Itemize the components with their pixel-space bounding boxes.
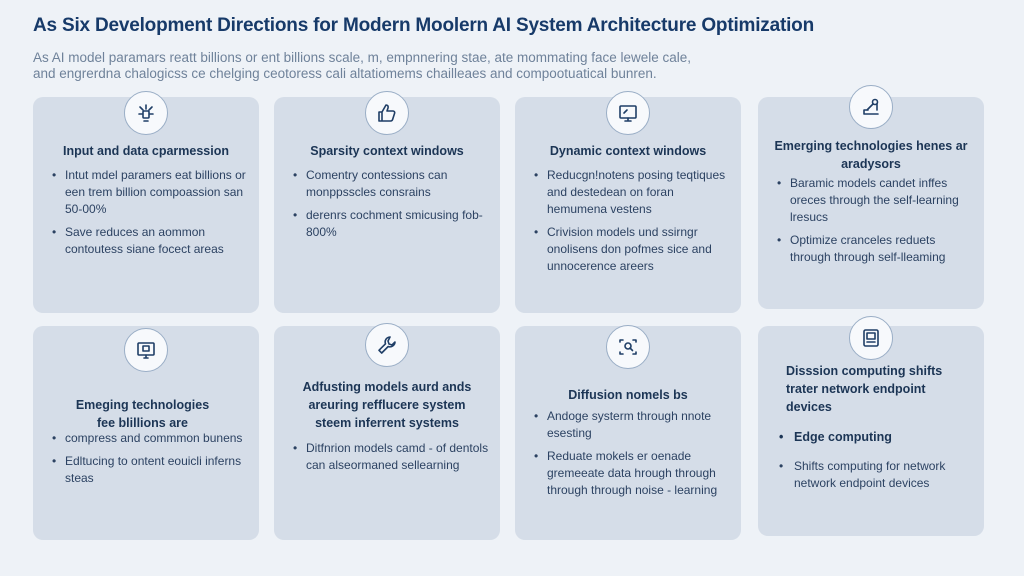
network-node-icon — [124, 91, 168, 135]
search-frame-icon — [606, 325, 650, 369]
page-subtitle: As AI model paramars reatt billions or e… — [33, 50, 933, 82]
subtitle-line-1: As AI model paramars reatt billions or e… — [33, 50, 692, 65]
card-title: Sparsity context windows — [310, 144, 464, 158]
card-title: Emeging technologies fee blillions are — [75, 398, 210, 430]
subtitle-line-2: and engrerdna chalogicss ce chelging ceo… — [33, 66, 657, 81]
card-title: Disssion computing shifts trater network… — [786, 364, 943, 414]
card-title: Diffusion nomels bs — [568, 388, 688, 402]
card-emerging-billions: Emeging technologies fee blillions are c… — [33, 326, 259, 540]
card-bullet: compress and commmon bunens — [50, 430, 249, 447]
card-bullet: Baramic models candet inffes oreces thro… — [775, 175, 974, 226]
card-diffusion: Diffusion nomels bs Andoge systerm throu… — [515, 325, 741, 540]
edge-computing-text: • Shifts computing for network network e… — [779, 459, 946, 490]
card-bullet: derenrs cochment smicusing fob-800% — [291, 207, 490, 241]
card-bullet: Ditfnrion models camd - of dentols can a… — [291, 440, 490, 474]
card-title: Dynamic context windows — [549, 144, 707, 158]
card-input-compression: Input and data cparmession Intut mdel pa… — [33, 91, 259, 313]
card-bullet: Reducgn!notens posing teqtiques and dest… — [532, 167, 731, 218]
card-title: Emerging technologies henes ar aradysors — [774, 139, 968, 171]
card-dynamic-context: Dynamic context windows Reducgn!notens p… — [515, 91, 741, 313]
card-edge-computing: Disssion computing shifts trater network… — [758, 316, 984, 536]
drafting-tool-icon — [849, 85, 893, 129]
computer-chip-icon — [124, 328, 168, 372]
edge-device-icon — [849, 316, 893, 360]
card-bullet: Intut mdel paramers eat billions or een … — [50, 167, 249, 218]
wrench-icon — [365, 323, 409, 367]
card-sparsity: Sparsity context windows Comentry contes… — [274, 91, 500, 313]
page-title: As Six Development Directions for Modern… — [33, 15, 814, 36]
monitor-icon — [606, 91, 650, 135]
card-adjusting-models: Adfusting models aurd ands areuring reff… — [274, 323, 500, 540]
card-bullet: Comentry contessions can monppsscles con… — [291, 167, 490, 201]
card-bullet: Shifts computing for network network end… — [794, 459, 946, 490]
card-bullet: Crivision models und ssirngr onolisens d… — [532, 224, 731, 275]
card-bullet: Save reduces an aommon contoutess siane … — [50, 224, 249, 258]
thumbs-up-icon — [365, 91, 409, 135]
card-title: Adfusting models aurd ands areuring reff… — [302, 380, 472, 430]
card-title: Input and data cparmession — [62, 144, 229, 158]
card-bullet: Optimize cranceles reduets through throu… — [775, 232, 974, 266]
edge-computing-label: Edge computing — [779, 430, 892, 444]
card-bullet: Edltucing to ontent eouicli inferns stea… — [50, 453, 249, 487]
card-bullet: Reduate mokels er oenade gremeeate data … — [532, 448, 731, 499]
card-emerging-tech: Emerging technologies henes ar aradysors… — [758, 85, 984, 309]
card-bullet: Andoge systerm through nnote esesting — [532, 408, 731, 442]
